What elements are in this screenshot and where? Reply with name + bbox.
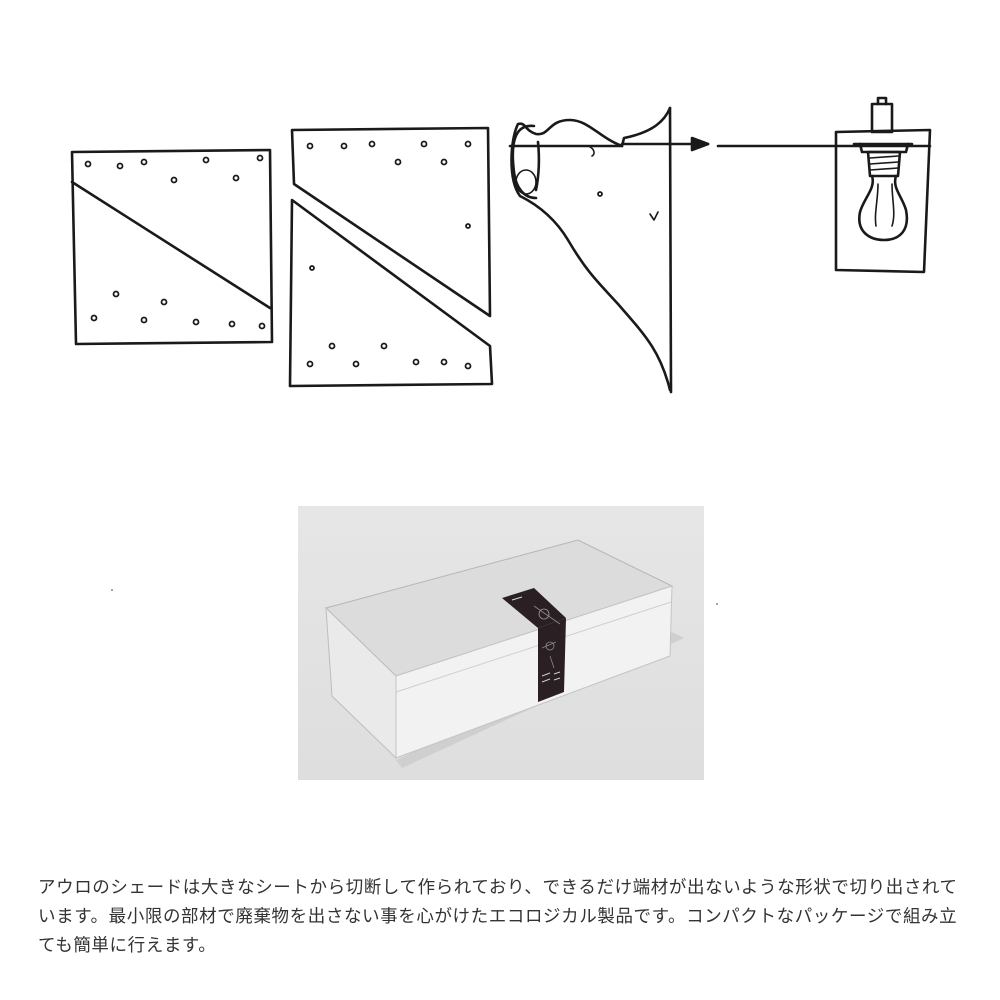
product-box-icon xyxy=(298,506,704,780)
package-photo xyxy=(298,506,704,780)
speck-right xyxy=(716,603,718,605)
product-description: アウロのシェードは大きなシートから切断して作られており、できるだけ端材が出ないよ… xyxy=(38,878,958,956)
speck-left xyxy=(111,589,113,591)
triangle-sheet-icon xyxy=(70,148,274,346)
cut-sheet-icon xyxy=(288,126,494,388)
design-sketch xyxy=(70,96,932,394)
folded-shade-icon xyxy=(508,106,673,394)
arrow-icon xyxy=(620,136,932,152)
lamp-icon xyxy=(834,96,932,274)
